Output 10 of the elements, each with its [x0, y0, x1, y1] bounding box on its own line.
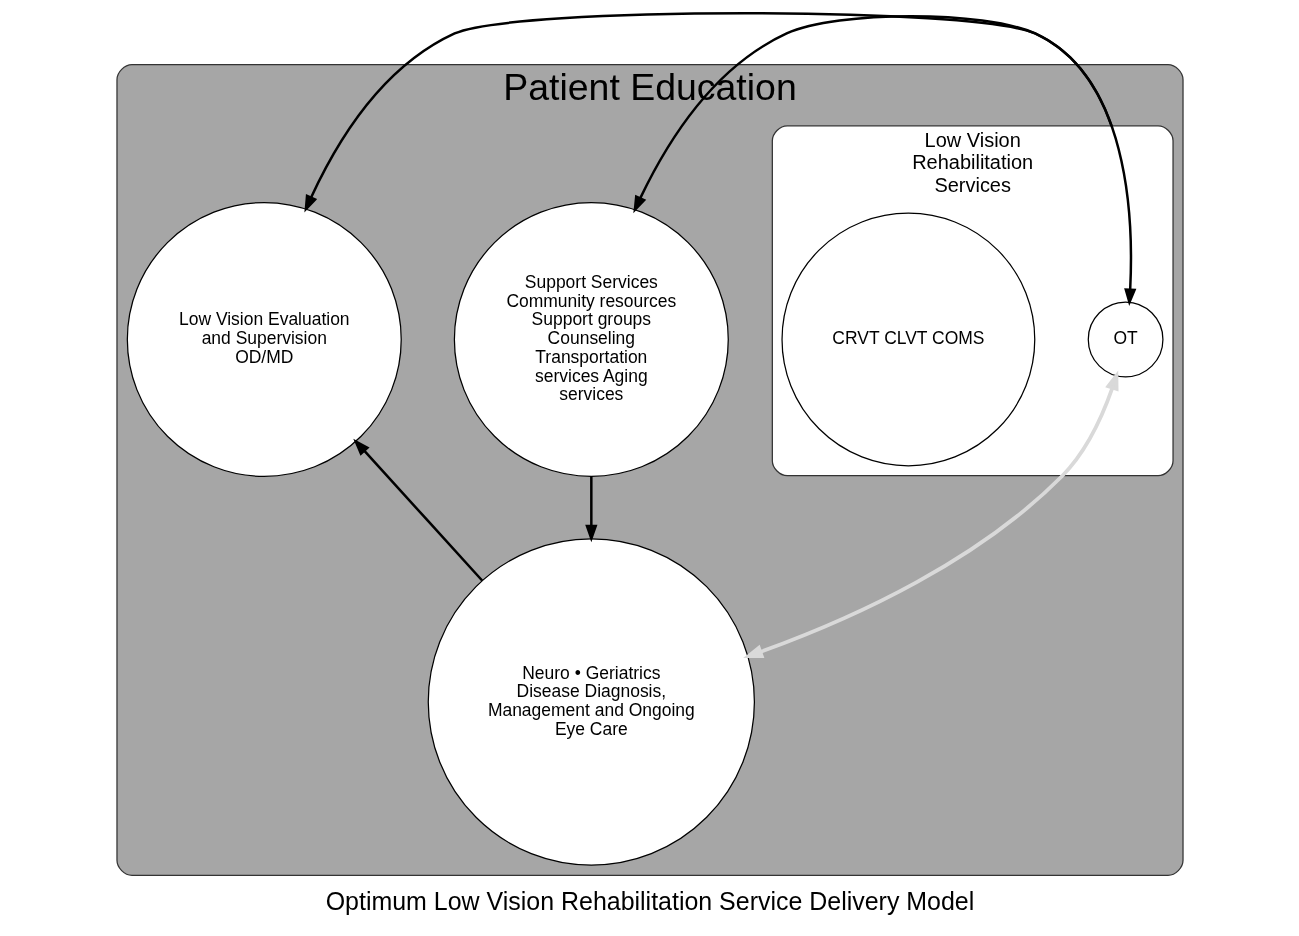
caption: Optimum Low Vision Rehabilitation Service Delivery Model: [325, 887, 974, 916]
arrow: [303, 12, 1136, 306]
node-circle: Support Services Community resources Support groups Counseling Transportation services Aging services: [453, 201, 729, 477]
arrow: [352, 438, 483, 582]
node-circle: Neuro • Geriatrics Disease Diagnosis, Management and Ongoing Eye Care: [427, 538, 755, 866]
node-circle: Low Vision Evaluation and Supervision OD/MD: [126, 201, 402, 477]
node-circle: OT: [1087, 301, 1164, 378]
arrow: [742, 370, 1119, 659]
arrow: [584, 476, 597, 543]
node-circle: CRVT CLVT COMS: [780, 212, 1035, 467]
